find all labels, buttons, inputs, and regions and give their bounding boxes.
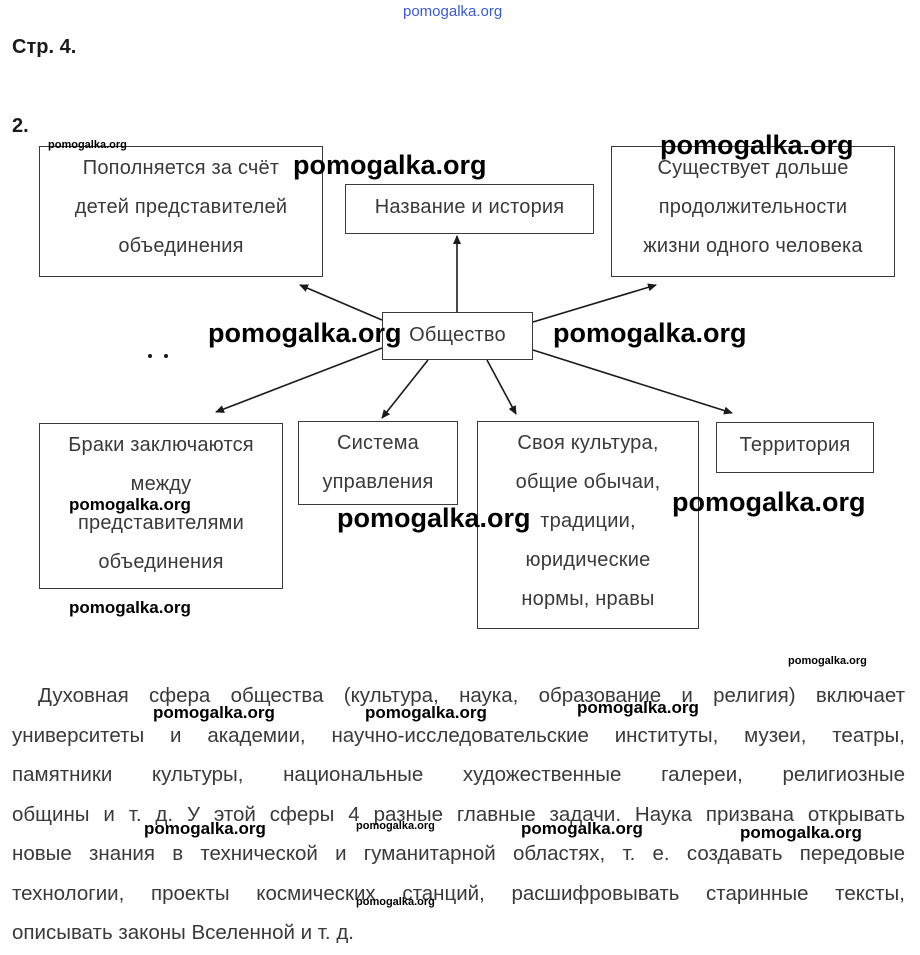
box-bottom-3: Своя культура, общие обычаи, традиции, ю…: [477, 421, 699, 629]
box-bottom-1: Браки заключаются между представителями …: [39, 423, 283, 589]
watermark: pomogalka.org: [356, 896, 435, 908]
watermark: pomogalka.org: [48, 139, 127, 151]
box-center: Общество: [382, 312, 533, 360]
arrow-to-bottom-3: [486, 359, 517, 415]
arrow-to-bottom-4: [532, 349, 733, 415]
watermark: pomogalka.org: [356, 820, 435, 832]
box-bottom-2: Система управления: [298, 421, 458, 505]
page-label: Стр. 4.: [12, 36, 77, 58]
watermark: pomogalka.org: [153, 703, 275, 722]
task-number: 2.: [12, 115, 29, 137]
stray-dot: [164, 354, 168, 358]
box-top: Название и история: [345, 184, 594, 234]
arrow-to-top-right: [532, 283, 657, 323]
watermark: pomogalka.org: [521, 819, 643, 838]
watermark: pomogalka.org: [660, 130, 854, 160]
arrow-to-bottom-2: [381, 359, 429, 419]
watermark: pomogalka.org: [337, 503, 531, 533]
body-paragraph: Духовная сфера общества (культура, наука…: [12, 684, 905, 944]
watermark: pomogalka.org: [208, 318, 402, 348]
arrow-to-top-left: [299, 284, 383, 321]
watermark: pomogalka.org: [553, 318, 747, 348]
watermark: pomogalka.org: [69, 495, 191, 514]
watermark: pomogalka.org: [740, 823, 862, 842]
watermark: pomogalka.org: [577, 698, 699, 717]
watermark: pomogalka.org: [788, 655, 867, 667]
box-bottom-4: Территория: [716, 422, 874, 473]
watermark: pomogalka.org: [293, 150, 487, 180]
stray-dot: [148, 354, 152, 358]
watermark: pomogalka.org: [365, 703, 487, 722]
watermark-top: pomogalka.org: [403, 3, 503, 20]
box-top-right: Существует дольше продолжительности жизн…: [611, 146, 895, 277]
watermark: pomogalka.org: [672, 487, 866, 517]
arrow-to-bottom-1: [215, 347, 383, 413]
watermark: pomogalka.org: [144, 819, 266, 838]
watermark: pomogalka.org: [69, 598, 191, 617]
box-top-left: Пополняется за счёт детей представителей…: [39, 146, 323, 277]
